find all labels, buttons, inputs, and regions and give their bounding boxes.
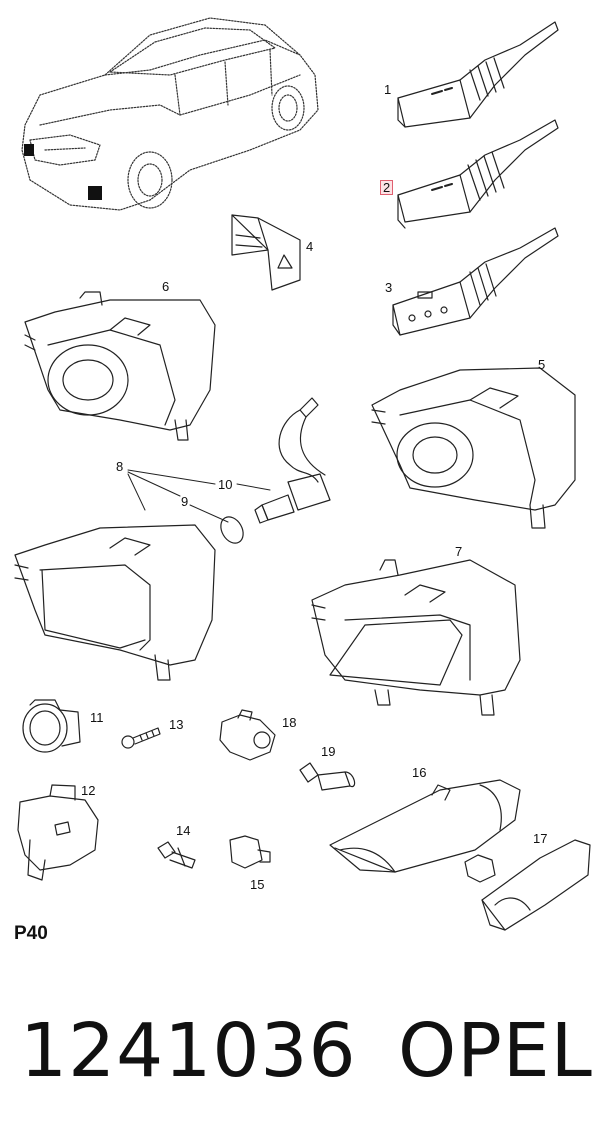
indicator-switch-1 [397,21,559,128]
callout-13: 13 [169,717,184,732]
callout-18: 18 [282,715,297,730]
callout-4: 4 [306,239,314,254]
fog-lamp-5 [371,367,576,529]
screw [121,727,161,749]
callout-12: 12 [81,783,96,798]
callout-9: 9 [181,494,189,509]
indicator-switch-3 [392,227,559,336]
fog-lamp-6 [24,291,216,441]
hazard-switch [231,214,301,291]
callout-10: 10 [218,477,233,492]
brand-name: OPEL [398,1008,593,1094]
side-marker-16 [329,779,521,873]
callout-16: 16 [412,765,427,780]
side-marker-17 [464,839,591,931]
callout-1: 1 [384,82,392,97]
callout-6: 6 [162,279,170,294]
small-bulb [299,762,356,791]
retaining-clip [229,835,271,869]
callout-15: 15 [250,877,265,892]
leader-lines [127,469,271,523]
callout-8: 8 [116,459,124,474]
parts-diagram [14,17,591,931]
callout-11: 11 [90,710,104,725]
fog-lamp-7 [311,559,521,716]
callout-14: 14 [176,823,191,838]
car-illustration [21,17,319,211]
callout-17: 17 [533,831,548,846]
bulb-with-wire [254,397,331,524]
fog-lamp-8 [14,524,216,681]
page-code: P40 [14,923,48,944]
callout-7: 7 [455,544,463,559]
indicator-switch-2 [397,119,559,229]
lens-cover [220,516,244,544]
push-pin [157,841,196,869]
callout-19: 19 [321,744,336,759]
callout-2-highlighted: 2 [380,180,394,195]
callout-5: 5 [538,357,546,372]
fog-lamp-location-marks [24,144,102,200]
bulb-socket [219,709,276,761]
part-number: 1241036 [20,1008,357,1094]
callout-3: 3 [385,280,393,295]
round-fog-lamp [22,699,81,753]
mounting-bracket [17,784,99,881]
